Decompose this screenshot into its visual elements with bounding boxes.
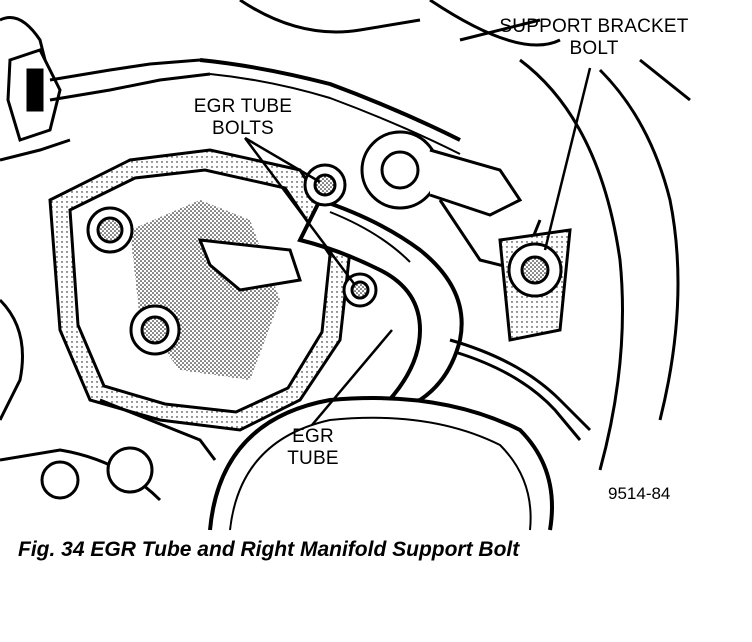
egr-tube-label: EGR TUBE [280, 426, 346, 470]
bracket-bolt-upper [86, 206, 134, 254]
sensor-connector [6, 48, 461, 155]
manifold-port [360, 130, 542, 272]
wiring-harness [449, 338, 592, 441]
egr-tube-label-line2: TUBE [287, 448, 339, 469]
figure-caption: Fig. 34 EGR Tube and Right Manifold Supp… [18, 538, 520, 561]
support-bracket-bolt-label: SUPPORT BRACKET BOLT [486, 16, 702, 60]
figure-number: 9514-84 [608, 484, 671, 503]
engine-background [0, 0, 691, 502]
egr-bolts-label-line1: EGR TUBE [193, 96, 293, 117]
lower-left-bolts [40, 398, 217, 500]
egr-tube-bolt-upper [303, 163, 347, 207]
support-bracket-label-line1: SUPPORT BRACKET [499, 16, 689, 37]
support-bracket-bolt [498, 228, 572, 342]
leader-lines [243, 67, 592, 426]
egr-bolts-label-line2: BOLTS [212, 118, 274, 139]
egr-tube-bolts-label: EGR TUBE BOLTS [178, 96, 308, 140]
egr-tube-label-line1: EGR [292, 426, 334, 447]
support-bracket-label-line2: BOLT [569, 38, 619, 59]
bracket-bolt-lower [129, 304, 181, 356]
lower-housing [208, 396, 554, 531]
